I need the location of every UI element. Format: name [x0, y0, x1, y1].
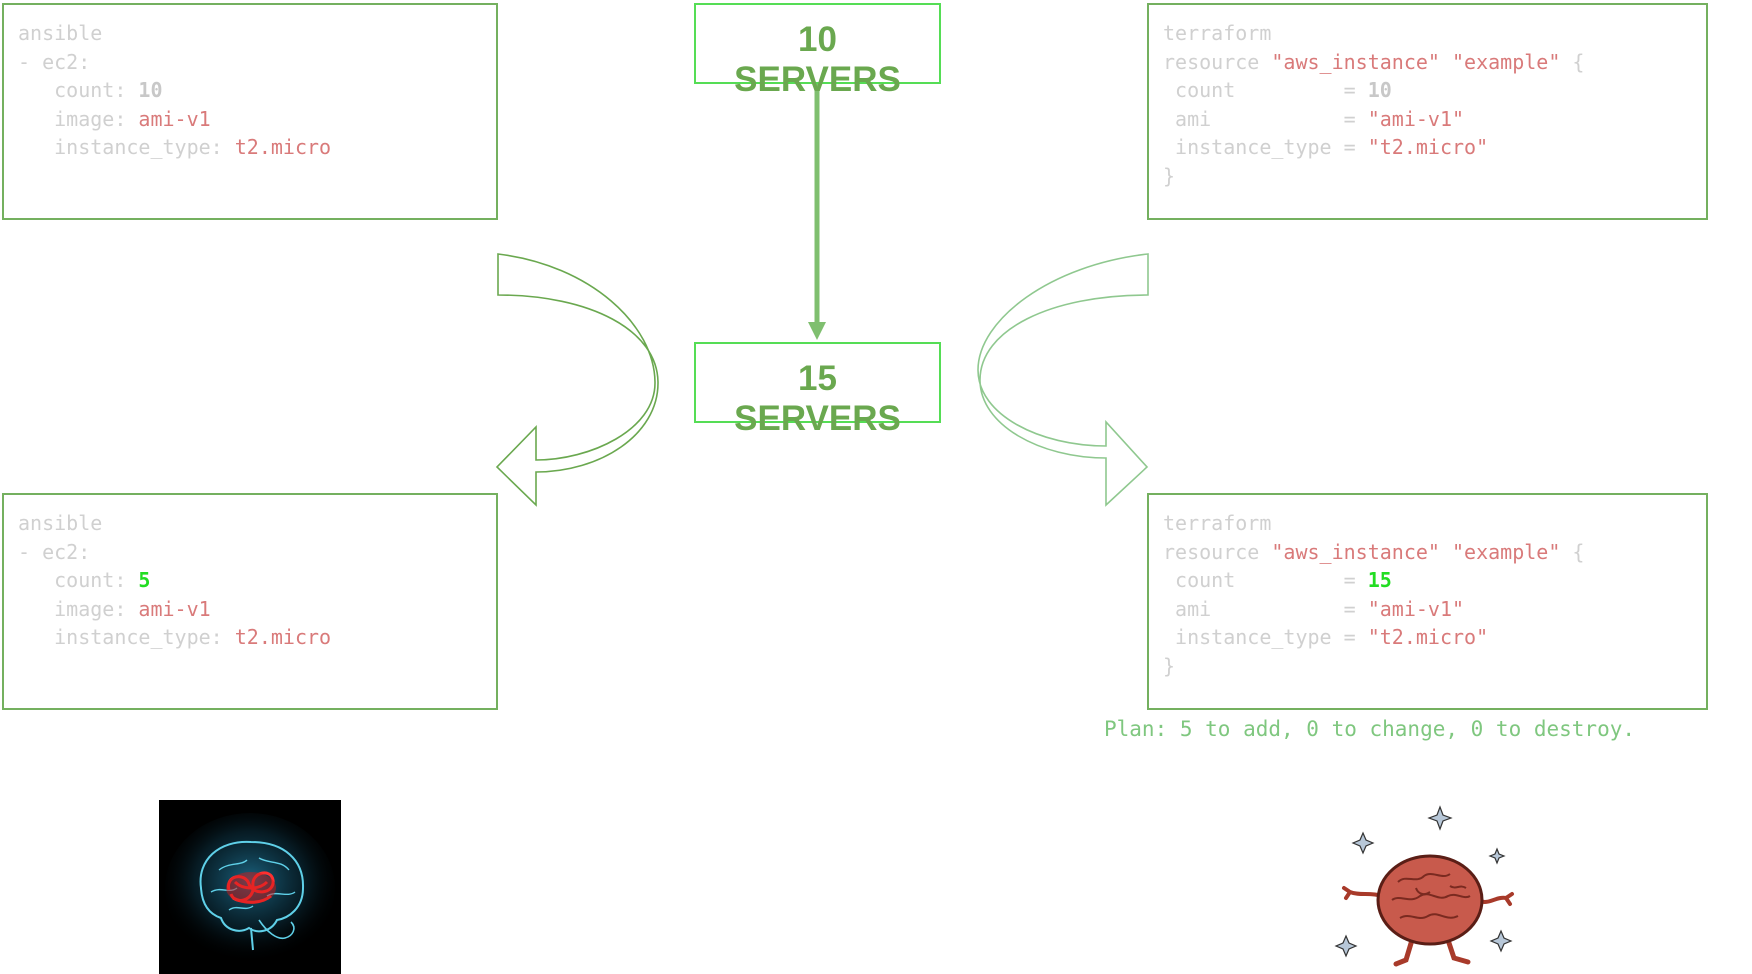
code-token: "aws_instance" "example" [1271, 539, 1561, 564]
down-arrow [808, 84, 826, 340]
code-token: ansible [18, 21, 103, 45]
terraform-code-box-before: terraform resource "aws_instance" "exampl… [1147, 3, 1708, 220]
code-token: count = [1163, 568, 1368, 592]
code-token: ansible [18, 511, 103, 535]
code-line: instance_type: t2.micro [18, 623, 496, 652]
code-line: instance_type: t2.micro [18, 133, 496, 162]
code-token: t2.micro [234, 135, 332, 159]
code-token: "t2.micro" [1367, 135, 1489, 159]
code-token: instance_type: [18, 135, 235, 159]
code-token: instance_type = [1163, 135, 1368, 159]
code-token: image: [18, 106, 139, 131]
code-line: terraform [1163, 509, 1706, 538]
code-token: 15 [1367, 568, 1392, 592]
code-token: 5 [138, 568, 151, 592]
code-token: t2.micro [234, 625, 332, 649]
ansible-code-box-before: ansible - ec2: count: 10 image: ami-v1 in… [2, 3, 498, 220]
servers-label-bottom: 15 SERVERS [694, 359, 941, 439]
code-line: ami = "ami-v1" [1163, 105, 1706, 134]
code-token: image: [18, 596, 139, 621]
code-token: ami-v1 [138, 596, 211, 621]
code-token: { [1560, 49, 1585, 74]
code-line: } [1163, 162, 1706, 191]
code-token: - ec2: [18, 539, 91, 564]
code-token: count: [18, 78, 139, 102]
servers-label-top: 10 SERVERS [694, 20, 941, 100]
code-line: image: ami-v1 [18, 105, 496, 134]
code-token: resource [1163, 49, 1272, 74]
code-line: count: 5 [18, 566, 496, 595]
right-curved-arrow [977, 253, 1149, 507]
servers-box-bottom [694, 342, 941, 423]
code-token: instance_type = [1163, 625, 1368, 649]
servers-count-bottom: 15 [798, 359, 837, 398]
code-token: "ami-v1" [1367, 596, 1465, 621]
code-line: count: 10 [18, 76, 496, 105]
code-line: count = 15 [1163, 566, 1706, 595]
code-line: resource "aws_instance" "example" { [1163, 538, 1706, 567]
ansible-code-box-after: ansible - ec2: count: 5 image: ami-v1 ins… [2, 493, 498, 710]
servers-count-top: 10 [798, 20, 837, 59]
code-token: ami = [1163, 596, 1368, 621]
code-line: instance_type = "t2.micro" [1163, 623, 1706, 652]
code-token: "ami-v1" [1367, 106, 1465, 131]
left-curved-arrow [495, 253, 659, 507]
code-token: "t2.micro" [1367, 625, 1489, 649]
code-token: 10 [1367, 78, 1392, 102]
code-token: terraform [1163, 511, 1272, 535]
terraform-code-box-after: terraform resource "aws_instance" "exampl… [1147, 493, 1708, 710]
code-token: "aws_instance" "example" [1271, 49, 1561, 74]
code-line: ami = "ami-v1" [1163, 595, 1706, 624]
code-token: 10 [138, 78, 163, 102]
walking-brain-image [1320, 800, 1520, 974]
code-line: ansible [18, 509, 496, 538]
code-token: } [1163, 653, 1176, 678]
servers-box-top [694, 3, 941, 84]
code-line: - ec2: [18, 538, 496, 567]
code-token: count = [1163, 78, 1368, 102]
code-token: { [1560, 539, 1585, 564]
code-line: ansible [18, 19, 496, 48]
code-token: instance_type: [18, 625, 235, 649]
code-line: count = 10 [1163, 76, 1706, 105]
code-line: terraform [1163, 19, 1706, 48]
terraform-plan-output: Plan: 5 to add, 0 to change, 0 to destro… [1104, 717, 1636, 741]
code-line: - ec2: [18, 48, 496, 77]
knotted-brain-image [159, 800, 341, 974]
code-token: - ec2: [18, 49, 91, 74]
code-token: terraform [1163, 21, 1272, 45]
code-line: resource "aws_instance" "example" { [1163, 48, 1706, 77]
code-line: } [1163, 652, 1706, 681]
servers-word-top: SERVERS [734, 60, 901, 99]
code-token: ami = [1163, 106, 1368, 131]
code-line: image: ami-v1 [18, 595, 496, 624]
code-token: count: [18, 568, 139, 592]
code-token: } [1163, 163, 1176, 188]
servers-word-bottom: SERVERS [734, 399, 901, 438]
code-token: ami-v1 [138, 106, 211, 131]
code-line: instance_type = "t2.micro" [1163, 133, 1706, 162]
code-token: resource [1163, 539, 1272, 564]
